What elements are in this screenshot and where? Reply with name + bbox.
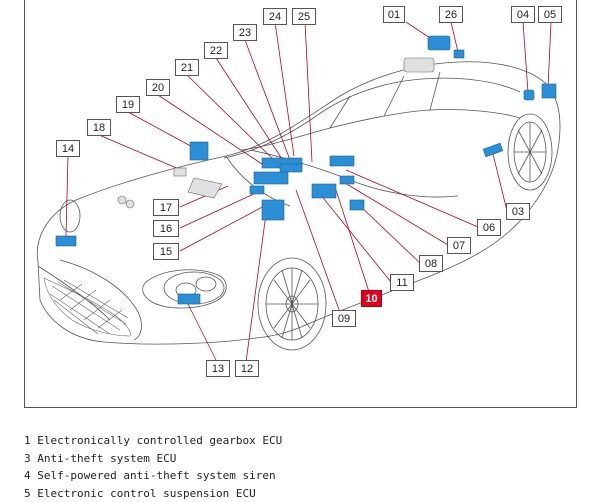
callout-06: 06 <box>477 219 501 236</box>
diagram-frame <box>24 0 577 408</box>
callout-07: 07 <box>447 237 471 254</box>
callout-11: 11 <box>390 274 414 291</box>
callout-03: 03 <box>506 203 530 220</box>
component-05 <box>541 83 557 99</box>
callout-01: 01 <box>383 6 405 23</box>
callout-17: 17 <box>153 199 179 216</box>
callout-09: 09 <box>332 310 356 327</box>
callout-23: 23 <box>233 24 257 41</box>
callout-18: 18 <box>87 119 111 136</box>
callout-25: 25 <box>292 8 316 25</box>
component-11 <box>349 199 365 211</box>
component-13 <box>177 293 201 305</box>
components <box>55 35 557 305</box>
component-07 <box>339 175 355 185</box>
legend-text: Anti-theft system ECU <box>37 451 177 465</box>
callout-04: 04 <box>511 6 535 23</box>
component-cluster-b <box>253 171 289 185</box>
callout-22: 22 <box>204 42 228 59</box>
callout-24: 24 <box>263 8 287 25</box>
component-15 <box>261 199 285 221</box>
callout-20: 20 <box>146 79 170 96</box>
legend-item: 4 Self-powered anti-theft system siren <box>24 467 584 485</box>
callout-16: 16 <box>153 220 179 237</box>
front-wheel <box>257 257 327 351</box>
legend-number: 4 <box>24 469 31 482</box>
callout-13: 13 <box>206 360 230 377</box>
legend-text: Electronically controlled gearbox ECU <box>37 434 283 447</box>
legend-number: 5 <box>24 486 31 500</box>
callout-15: 15 <box>153 243 179 260</box>
component-16 <box>249 185 265 195</box>
legend-number: 3 <box>24 451 31 465</box>
callout-10: 10 <box>361 290 382 307</box>
legend-number: 1 <box>24 434 31 447</box>
component-14 <box>55 235 77 247</box>
component-26 <box>453 49 465 59</box>
component-06 <box>329 155 355 167</box>
legend-item: 5 Electronic control suspension ECU <box>24 485 584 502</box>
legend-text: Self-powered anti-theft system siren <box>37 469 276 482</box>
callout-08: 08 <box>419 255 443 272</box>
component-03 <box>482 142 504 158</box>
legend-item: 1 Electronically controlled gearbox ECU <box>24 432 584 450</box>
callout-14: 14 <box>56 140 80 157</box>
callout-19: 19 <box>116 96 140 113</box>
grey-components <box>117 57 435 209</box>
grille <box>43 277 131 337</box>
legend-item: 3 Anti-theft system ECU <box>24 450 584 468</box>
component-01 <box>427 35 451 51</box>
rear-wheel <box>507 113 553 191</box>
callout-26: 26 <box>439 6 463 23</box>
left-headlamp <box>59 199 81 233</box>
leader-lines <box>65 21 552 363</box>
component-08 <box>311 183 337 199</box>
component-cluster-c <box>279 163 303 173</box>
callout-12: 12 <box>235 360 259 377</box>
car-component-diagram <box>36 21 561 363</box>
callout-21: 21 <box>175 59 199 76</box>
component-19 <box>189 141 209 161</box>
callout-05: 05 <box>538 6 562 23</box>
component-04 <box>523 89 535 101</box>
legend-text: Electronic control suspension ECU <box>37 486 256 500</box>
